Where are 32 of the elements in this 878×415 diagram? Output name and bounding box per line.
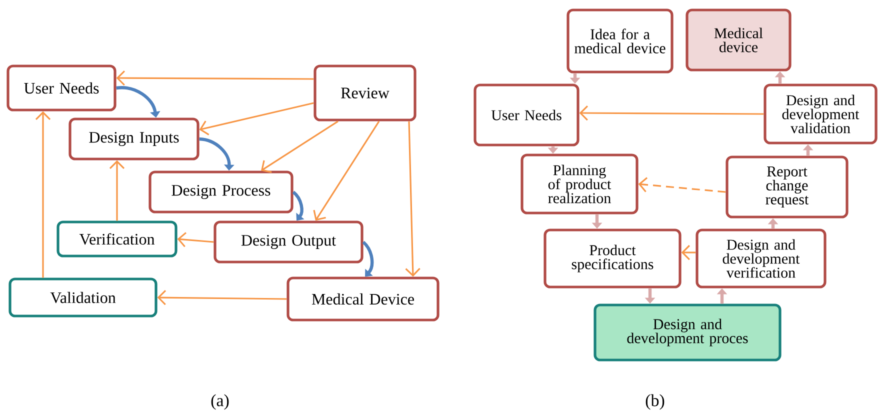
arrow [362,240,374,277]
process-box: Design and development verification [696,228,826,288]
process-box: Design Output [214,220,364,264]
arrow [579,105,764,121]
process-box: User Needs [474,84,580,146]
process-box: Medical Device [286,276,440,322]
arrow [199,102,314,136]
process-box: Design Process [148,170,294,214]
panel-label: (a) [211,394,229,410]
arrow [292,190,304,221]
arrow [35,111,51,278]
process-box: Idea for a medical device [566,8,674,74]
arrow [109,160,125,221]
process-box: Validation [8,278,158,318]
process-box: User Needs [6,64,116,112]
process-box: Design and development proces [594,304,782,362]
process-box: Verification [56,220,178,258]
arrow [116,70,314,86]
arrow [157,290,287,306]
arrow [313,120,380,221]
arrow [405,121,420,277]
process-box: Design and development validation [764,84,878,144]
process-box: Planning of product realization [520,154,638,214]
process-box: Report change request [726,156,848,218]
arrow [177,232,214,248]
process-box: Design Inputs [68,118,200,160]
arrow [638,177,726,193]
arrow [261,120,338,173]
process-box: Product specifications [544,228,682,288]
panel-label: (b) [646,394,664,410]
process-box: Review [314,64,416,122]
process-box: Medical device [686,8,792,72]
